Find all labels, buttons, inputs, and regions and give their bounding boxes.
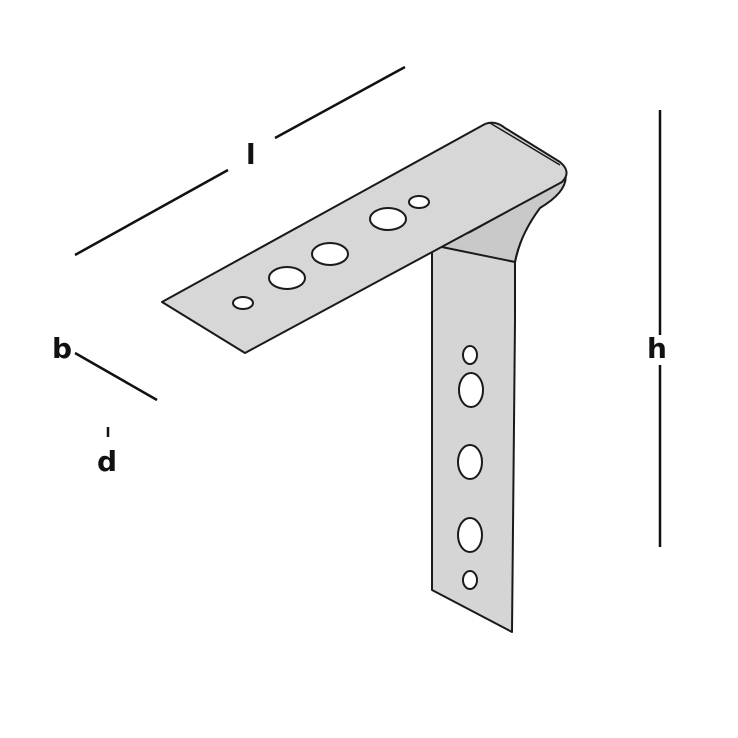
leg-hole bbox=[457, 444, 483, 480]
thickness-label: d bbox=[97, 445, 117, 478]
height-label: h bbox=[647, 332, 667, 365]
plate-hole bbox=[311, 242, 349, 266]
plate-hole bbox=[232, 296, 254, 310]
top-plate bbox=[161, 121, 568, 354]
length-dimension-line bbox=[274, 65, 406, 140]
leg-hole bbox=[462, 570, 478, 590]
width-label: b bbox=[52, 332, 72, 365]
plate-hole bbox=[369, 207, 407, 231]
plate-hole bbox=[408, 195, 430, 209]
leg-hole bbox=[458, 372, 484, 408]
leg-hole bbox=[457, 517, 483, 553]
length-label: l bbox=[246, 138, 256, 171]
leg-hole bbox=[462, 345, 478, 365]
length-dimension-line bbox=[74, 168, 229, 257]
plate-edge-line bbox=[489, 122, 561, 166]
width-dimension-line bbox=[74, 351, 158, 402]
plate-hole bbox=[268, 266, 306, 290]
